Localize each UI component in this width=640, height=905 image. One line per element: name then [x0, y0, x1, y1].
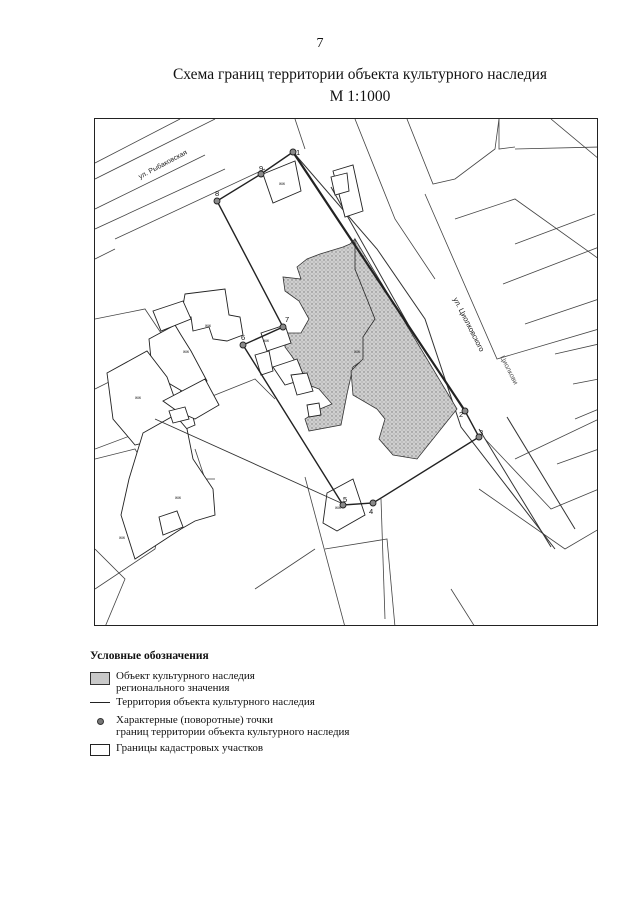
legend-item-turning-point: Характерные (поворотные) точки границ те…: [90, 714, 510, 742]
turning-point-label-8: 8: [215, 189, 219, 198]
turning-point-label-3: 3: [479, 428, 483, 437]
turning-point-label-4: 4: [369, 507, 373, 516]
svg-text:жж: жж: [135, 395, 141, 400]
turning-point-label-2: 2: [459, 410, 463, 419]
street-label-tsiolkovskogo-2: Циолкови: [498, 355, 519, 386]
legend-title: Условные обозначения: [90, 650, 209, 662]
turning-point-label-7: 7: [285, 315, 289, 324]
turning-point-2: [461, 407, 469, 415]
legend-item-label: Границы кадастровых участков: [116, 742, 264, 754]
turning-point-5: [339, 501, 347, 509]
turning-points: [213, 148, 483, 509]
svg-text:жж: жж: [205, 323, 211, 328]
cadastral-parcel-swatch: [90, 744, 110, 756]
turning-point-label-9: 9: [259, 164, 263, 173]
svg-text:жж: жж: [354, 349, 360, 354]
legend-item-label: Характерные (поворотные) точки: [116, 714, 274, 726]
turning-point-6: [239, 341, 247, 349]
legend-item-cadastral-boundary: Границы кадастровых участков: [90, 742, 510, 768]
svg-text:жж: жж: [335, 505, 341, 510]
boundary-edge-1-2: [292, 151, 466, 412]
svg-text:жж: жж: [263, 338, 269, 343]
turning-point-label-1: 1: [296, 148, 300, 157]
svg-text:жж: жж: [279, 181, 285, 186]
map-title-line: Схема границ территории объекта культурн…: [172, 66, 548, 83]
turning-point-7: [279, 323, 287, 331]
turning-point-label-6: 6: [241, 333, 245, 342]
turning-point-8: [213, 197, 221, 205]
heritage-object-swatch: [90, 672, 110, 685]
territory-boundary: [216, 151, 480, 506]
heritage-object-wing: [350, 237, 458, 460]
map-legend: Условные обозначения Объект культурного …: [90, 650, 510, 768]
cadastral-parcels: [95, 119, 597, 625]
svg-text:жж: жж: [175, 495, 181, 500]
turning-point-1: [289, 148, 297, 156]
turning-point-swatch: [97, 718, 104, 725]
legend-item-label: границ территории объекта культурного на…: [116, 726, 350, 738]
svg-text:жж: жж: [183, 349, 189, 354]
turning-point-9: [257, 170, 265, 178]
svg-text:жж: жж: [119, 535, 125, 540]
legend-item-label: регионального значения: [116, 682, 230, 694]
turning-point-labels: 1 2 3 4 5 6 7 8 9: [215, 148, 483, 516]
turning-point-4: [369, 499, 377, 507]
turning-point-label-5: 5: [343, 495, 347, 504]
boundary-line-swatch: [90, 702, 110, 703]
street-label-tsiolkovskogo: ул. Циолковского: [451, 296, 486, 353]
page-number: 7: [316, 36, 324, 51]
legend-item-label: Территория объекта культурного наследия: [116, 696, 315, 708]
legend-item-label: Объект культурного наследия: [116, 670, 255, 682]
turning-point-3: [475, 433, 483, 441]
legend-item-heritage-object: Объект культурного наследия региональног…: [90, 670, 510, 696]
map-scale: М 1:1000: [329, 88, 391, 105]
legend-item-territory-boundary: Территория объекта культурного наследия: [90, 696, 510, 714]
map-title: Схема границ территории объекта культурн…: [0, 64, 640, 108]
building-labels: жж жж жж жж жж жж жж жж жж: [119, 181, 360, 540]
cadastral-line: [154, 418, 342, 504]
map-drawing: ул. Рыбаковская ул. Циолковского Циолков…: [95, 119, 597, 625]
cadastral-map: ул. Рыбаковская ул. Циолковского Циолков…: [94, 118, 598, 626]
neighbor-buildings: [106, 160, 366, 560]
